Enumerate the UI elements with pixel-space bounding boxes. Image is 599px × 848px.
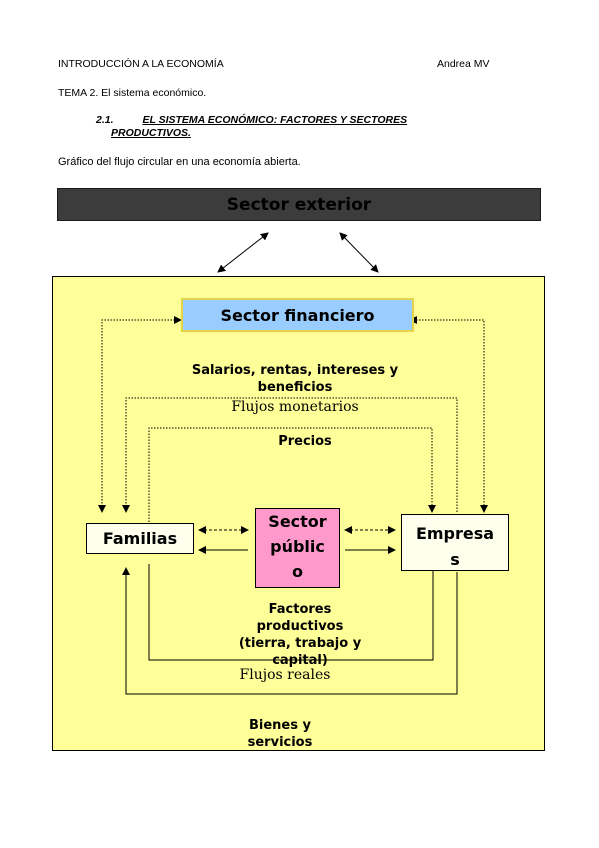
flujos-monetarios-label: Flujos monetarios (231, 399, 359, 415)
sector-publico-line2: públic (270, 537, 325, 556)
section-title-line1: EL SISTEMA ECONÓMICO: FACTORES Y SECTORE… (142, 114, 408, 126)
salarios-label: Salarios, rentas, intereses y beneficios (160, 362, 430, 396)
empresas-box: Empresa s (401, 514, 509, 571)
factores-line1: Factores (268, 602, 332, 617)
author-name: Andrea MV (437, 58, 490, 70)
course-title: INTRODUCCIÓN A LA ECONOMÍA (58, 58, 224, 70)
bienes-line1: Bienes y (249, 718, 311, 733)
precios-flow (148, 427, 436, 522)
factores-line2: productivos (256, 619, 344, 634)
bienes-label: Bienes y servicios (205, 717, 355, 751)
sector-financiero-label: Sector financiero (220, 305, 375, 325)
exterior-arrow-left (217, 232, 269, 273)
sector-exterior-box: Sector exterior (57, 188, 541, 221)
sector-publico-line3: o (292, 562, 303, 581)
diagram-subtitle: Gráfico del flujo circular en una econom… (58, 156, 301, 168)
empresas-line2: s (450, 550, 460, 569)
financiero-empresas-arrow (409, 316, 488, 513)
factores-line4: capital) (272, 653, 328, 668)
sector-financiero-box: Sector financiero (181, 298, 414, 332)
section-heading: 2.1. EL SISTEMA ECONÓMICO: FACTORES Y SE… (96, 114, 407, 126)
sector-publico-box: Sector públic o (255, 508, 340, 588)
sector-exterior-label: Sector exterior (226, 194, 372, 215)
sector-publico-line1: Sector (268, 512, 327, 531)
salarios-line2: beneficios (257, 380, 333, 395)
salarios-line1: Salarios, rentas, intereses y (191, 363, 399, 378)
section-heading-line2: PRODUCTIVOS. (111, 127, 191, 139)
empresas-line1: Empresa (415, 524, 495, 543)
flujos-reales-label: Flujos reales (239, 667, 331, 683)
factores-label: Factores productivos (tierra, trabajo y … (215, 601, 385, 669)
exterior-arrow-right (339, 232, 379, 273)
factores-line3: (tierra, trabajo y (238, 636, 362, 651)
bienes-flow (122, 567, 458, 695)
section-number: 2.1. (96, 114, 114, 126)
tema-title: TEMA 2. El sistema económico. (58, 87, 207, 99)
precios-label: Precios (278, 434, 332, 449)
familias-label: Familias (102, 529, 178, 548)
bienes-line2: servicios (247, 735, 313, 750)
section-title-line2: PRODUCTIVOS. (111, 127, 191, 139)
salarios-flow (122, 397, 458, 513)
factores-flow (148, 559, 437, 661)
familias-box: Familias (86, 523, 194, 554)
financiero-familias-arrow (98, 316, 182, 513)
